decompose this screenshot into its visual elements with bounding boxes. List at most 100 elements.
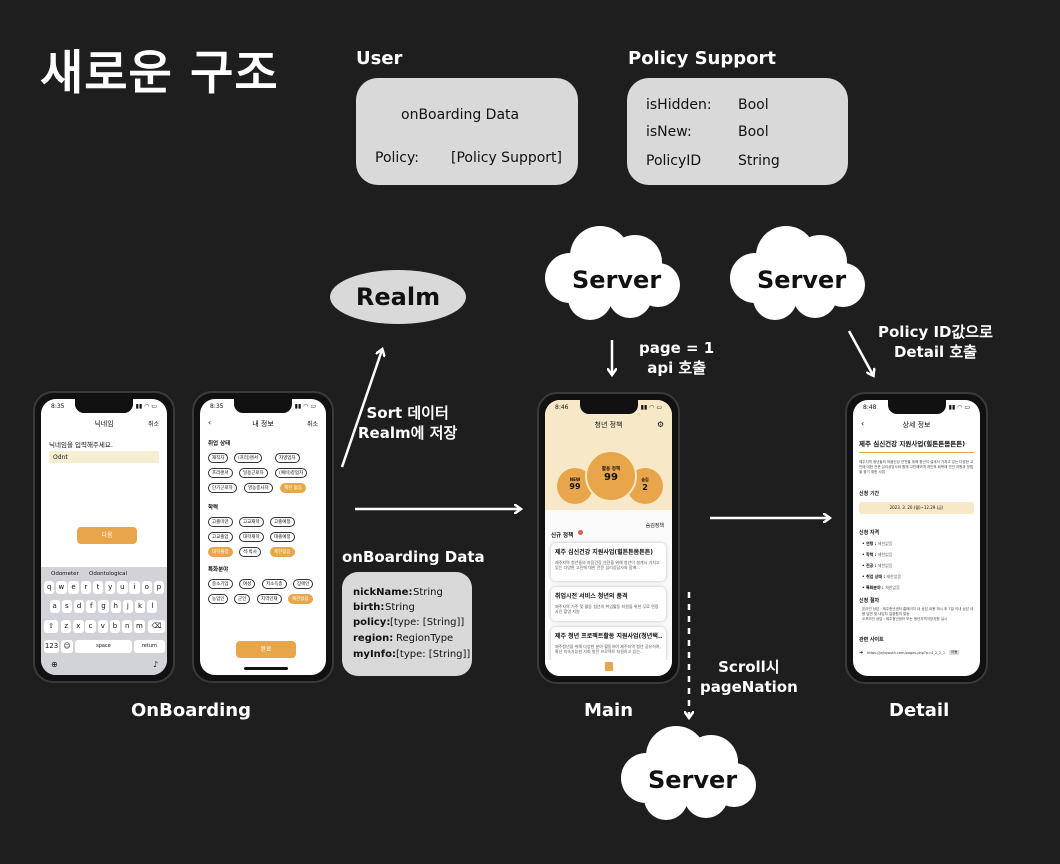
site-go-button[interactable]: 이동 <box>949 650 960 655</box>
key-x[interactable]: x <box>73 620 84 633</box>
new-count: 99 <box>569 482 581 491</box>
key-w[interactable]: w <box>56 581 67 594</box>
filter-chip[interactable]: 여성 <box>239 579 256 589</box>
filter-chip[interactable]: 군인 <box>234 594 251 604</box>
filter-chip[interactable]: 대학재학 <box>239 532 264 542</box>
ob-key: nickName: <box>353 587 413 598</box>
key-y[interactable]: y <box>105 581 116 594</box>
qualification-key: • 전공 : <box>862 563 878 568</box>
active-policy-circle[interactable]: 활용 정책 99 <box>585 450 637 502</box>
filter-chip[interactable]: 농업인 <box>208 594 229 604</box>
policy-card-desc: 제주지역 거주 및 활동 청년의 취업활동 지원을 위한 무료 면접사진 촬영 … <box>555 604 659 614</box>
key-o[interactable]: o <box>141 581 152 594</box>
hidden-policy-link[interactable]: 숨김정책 <box>645 523 664 529</box>
cancel-button[interactable]: 취소 <box>306 421 318 428</box>
next-button[interactable]: 다음 <box>77 527 137 544</box>
nickname-input[interactable]: Odnt <box>49 451 159 463</box>
key-a[interactable]: a <box>49 600 60 613</box>
filter-chip[interactable]: 장애인 <box>293 579 314 589</box>
policy-card[interactable]: 취업시전 서비스 청년의 품격 제주지역 거주 및 활동 청년의 취업활동 지원… <box>551 587 666 621</box>
key-r[interactable]: r <box>80 581 91 594</box>
cancel-button[interactable]: 취소 <box>147 421 159 428</box>
key-f[interactable]: f <box>86 600 97 613</box>
status-icons: ▮▮ ◠ ▭ <box>948 404 970 411</box>
key-v[interactable]: v <box>97 620 108 633</box>
key-g[interactable]: g <box>98 600 109 613</box>
key-b[interactable]: b <box>109 620 121 633</box>
key-s[interactable]: s <box>61 600 73 613</box>
filter-chip[interactable]: 고교재학 <box>239 517 264 527</box>
home-tab-icon[interactable] <box>605 662 613 671</box>
ob-val: [type: [String]] <box>390 617 465 628</box>
status-icons: ▮▮ ◠ ▭ <box>294 403 316 410</box>
filter-chip[interactable]: 프리랜서 <box>208 468 233 478</box>
page-title: 새로운 구조 <box>40 46 279 101</box>
server-cloud-2 <box>730 226 865 320</box>
filter-chip[interactable]: 제한 없음 <box>280 483 306 493</box>
filter-chip[interactable]: 저소득층 <box>262 579 287 589</box>
filter-chip[interactable]: 중소기업 <box>208 579 233 589</box>
key-q[interactable]: q <box>44 581 55 594</box>
notch <box>887 400 946 414</box>
key-h[interactable]: h <box>110 600 121 613</box>
key-t[interactable]: t <box>92 581 104 594</box>
policy-card[interactable]: 제주 청년 프로젝트활동 지원사업(청년택... 제주청년을 위해 다양한 분야… <box>551 627 666 663</box>
suggestion[interactable]: Odontological <box>89 571 128 577</box>
key-c[interactable]: c <box>85 620 96 633</box>
key-j[interactable]: j <box>122 600 134 613</box>
filter-chip[interactable]: (예비)창업자 <box>275 468 308 478</box>
status-icons: ▮▮ ◠ ▭ <box>640 404 662 411</box>
back-chevron-icon[interactable]: ‹ <box>208 418 212 427</box>
page-note-line1: page = 1 <box>639 339 715 357</box>
filter-chip[interactable]: (프리)랜서 <box>234 453 263 463</box>
gear-icon[interactable]: ⚙ <box>656 420 664 429</box>
procedure-item: 온라인 상담 : 제주청년센터 홈페이지 내 상담 내용 게시 후 7일 이내 … <box>862 607 974 616</box>
filter-chip[interactable]: 재직자 <box>208 453 229 463</box>
new-dot-badge <box>578 530 583 535</box>
globe-icon[interactable]: ⊕ <box>51 660 58 669</box>
key-return[interactable]: return <box>134 640 165 653</box>
key-z[interactable]: z <box>61 620 72 633</box>
site-url[interactable]: https://jejuyouth.com/pages.php?p=4_2_2_… <box>867 651 946 655</box>
user-policy-value: [Policy Support] <box>451 150 562 166</box>
filter-chip[interactable]: 제한없음 <box>270 547 295 557</box>
filter-chip[interactable]: 석·박사 <box>239 547 261 557</box>
key-n[interactable]: n <box>122 620 133 633</box>
filter-chip[interactable]: 자영업자 <box>275 453 300 463</box>
onboarding-data-box: nickName: String birth: String policy: [… <box>342 572 472 676</box>
key-u[interactable]: u <box>117 581 128 594</box>
filter-chip[interactable]: 단기근로자 <box>208 483 237 493</box>
sort-note-line2: Realm에 저장 <box>358 424 458 442</box>
filter-chip[interactable]: 대학졸업 <box>208 547 233 557</box>
filter-chip[interactable]: 고졸예정 <box>270 517 295 527</box>
shift-key-icon[interactable]: ⇧ <box>44 620 58 633</box>
key-space[interactable]: space <box>75 640 132 653</box>
mic-icon[interactable]: ♪ <box>153 660 159 669</box>
realm-label: Realm <box>355 283 441 311</box>
filter-chip[interactable]: 고교졸업 <box>208 532 233 542</box>
back-chevron-icon[interactable]: ‹ <box>861 419 865 428</box>
key-d[interactable]: d <box>73 600 85 613</box>
filter-chip[interactable]: 일용근로자 <box>239 468 268 478</box>
key-k[interactable]: k <box>134 600 146 613</box>
filter-chip[interactable]: 고졸미만 <box>208 517 233 527</box>
key-e[interactable]: e <box>68 581 79 594</box>
key-i[interactable]: i <box>129 581 140 594</box>
filter-chip[interactable]: 영농종사자 <box>244 483 273 493</box>
key-l[interactable]: l <box>147 600 158 613</box>
filter-chip[interactable]: 제한없음 <box>288 594 313 604</box>
qualification-row: • 특화분야 : 제한없음 <box>862 585 900 591</box>
filter-chip[interactable]: 대졸예정 <box>270 532 295 542</box>
policy-card[interactable]: 제주 심신건강 지원사업(힐튼튼몸튼튼) 제주지역 청년들의 마음건강 안전을 … <box>551 543 666 581</box>
suggestion[interactable]: Odometer <box>51 571 79 577</box>
filter-chip[interactable]: 지역인재 <box>257 594 282 604</box>
key-p[interactable]: p <box>153 581 165 594</box>
key-123[interactable]: 123 <box>44 640 59 653</box>
emoji-key-icon[interactable]: ☺ <box>61 640 73 653</box>
qualification-value: 제한없음 <box>877 552 893 557</box>
backspace-key-icon[interactable]: ⌫ <box>148 620 165 633</box>
key-m[interactable]: m <box>134 620 145 633</box>
done-button[interactable]: 완료 <box>236 641 296 658</box>
